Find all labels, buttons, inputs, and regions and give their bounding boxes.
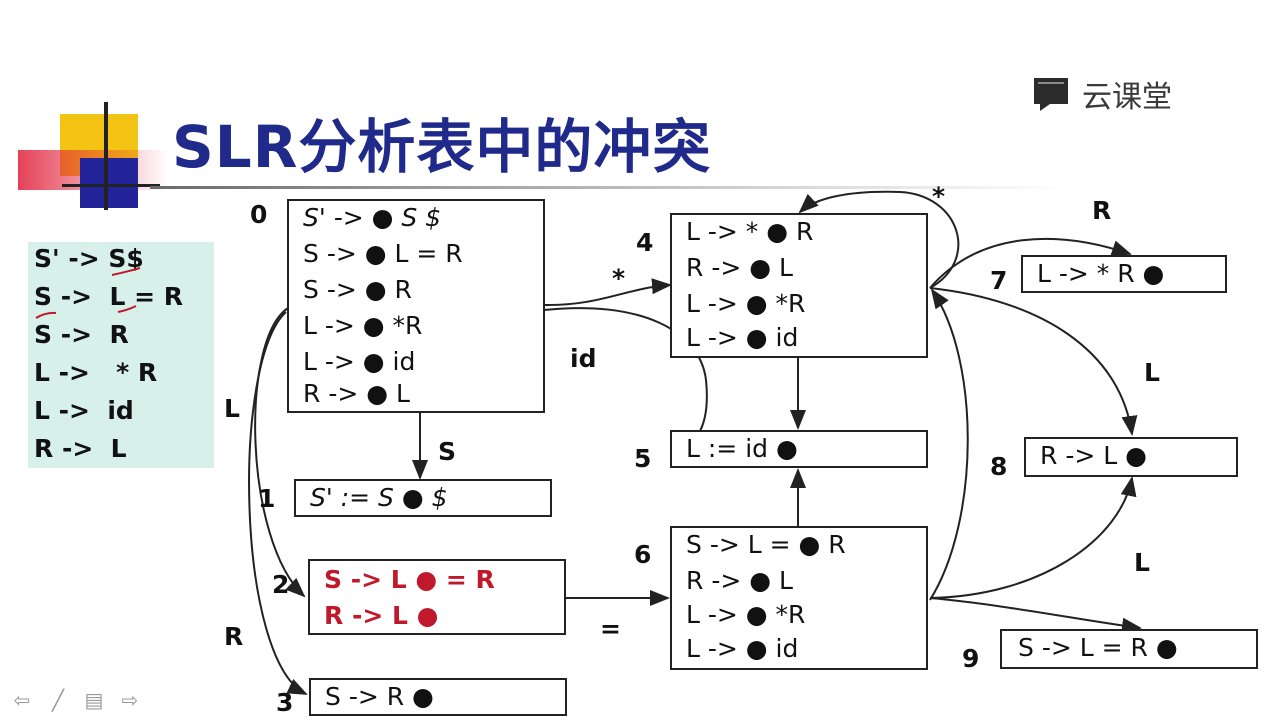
lr-item: L -> ● id [686,634,799,663]
title-underline [150,186,1070,189]
edge-6-9 [929,597,1142,634]
next-arrow-icon[interactable]: ⇨ [121,688,139,712]
state-4: L -> * ● R R -> ● L L -> ● *R L -> ● id [670,213,928,358]
lr-item: R -> ● L [686,566,793,595]
lr-item: R -> ● L [686,253,793,282]
lr-item: S -> R ● [325,682,434,711]
grammar-rule: L -> * R [34,358,158,387]
edge-label-equals: = [600,614,621,643]
grammar-rule: S -> L = R [34,282,183,311]
prev-arrow-icon[interactable]: ⇦ [13,688,31,712]
lr-item: L -> ● id [303,347,416,376]
lr-item: R -> ● L [303,379,410,408]
decor-blue-square [80,158,138,208]
edge-0-3 [248,311,308,695]
slide-nav: ⇦ ╱ ▤ ⇨ [8,688,144,712]
edge-label-star: * [612,264,626,293]
lr-item: L -> * R ● [1037,259,1165,288]
edge-0-2 [254,307,306,598]
state-7: L -> * R ● [1021,255,1227,293]
grammar-rule: R -> L [34,434,127,463]
edge-6-8 [929,476,1137,599]
decor-vertical-line [104,102,108,210]
lr-item: L -> ● *R [303,311,423,340]
edge-4-self [798,190,960,289]
state-number: 8 [990,452,1008,481]
edge-label-id: id [570,344,597,373]
edge-label-l-8: L [1144,358,1160,387]
lr-item-conflict: R -> L ● [324,601,439,630]
state-0: S' -> ● S $ S -> ● L = R S -> ● R L -> ●… [287,199,545,413]
state-number: 3 [276,688,294,717]
lr-item-conflict: S -> L ● = R [324,565,495,594]
state-6: S -> L = ● R R -> ● L L -> ● *R L -> ● i… [670,526,928,670]
state-number: 4 [636,228,654,257]
lr-item: S -> L = ● R [686,530,846,559]
state-number: 2 [272,570,290,599]
menu-icon[interactable]: ▤ [84,688,104,712]
lr-item: S -> ● L = R [303,239,463,268]
state-8: R -> L ● [1024,437,1238,477]
edge-label-star-self: * [932,182,946,211]
slide-title: SLR分析表中的冲突 [172,113,712,181]
state-number: 5 [634,444,652,473]
decor-horizontal-line [62,184,160,187]
logo-text: 云课堂 [1082,80,1172,115]
pen-icon[interactable]: ╱ [51,688,65,712]
lr-item: S' := S ● $ [310,483,448,512]
lr-item: S -> ● R [303,275,412,304]
lr-item: S' -> ● S $ [303,203,442,232]
state-number: 7 [990,266,1008,295]
lr-item: L -> ● *R [686,289,806,318]
state-number: 6 [634,540,652,569]
edge-label-s: S [438,437,457,466]
grammar-rule: S -> R [34,320,129,349]
lr-item: L := id ● [686,434,798,463]
lr-item: L -> ● *R [686,600,806,629]
edge-label-l-6-8: L [1134,548,1150,577]
edge-4-8 [929,287,1138,436]
state-9: S -> L = R ● [1000,629,1258,669]
edge-0-4 [543,278,672,307]
edge-4-7 [929,237,1132,289]
state-number: 1 [258,484,276,513]
grammar-panel: S' -> S$ S -> L = R S -> R L -> * R L ->… [28,242,214,468]
edge-label-r: R [224,622,244,651]
lr-item: L -> ● id [686,323,799,352]
logo: 云课堂 [1032,74,1172,115]
state-2: S -> L ● = R R -> L ● [308,559,566,635]
lr-item: L -> * ● R [686,217,814,246]
state-5: L := id ● [670,430,928,468]
edge-label-l: L [224,394,240,423]
state-number: 0 [250,200,268,229]
state-3: S -> R ● [309,678,567,716]
grammar-annotations [35,267,141,319]
edge-6-4 [929,288,969,601]
state-number: 9 [962,644,980,673]
book-chat-icon [1034,78,1068,111]
state-1: S' := S ● $ [294,479,552,517]
grammar-rule: L -> id [34,396,134,425]
lr-item: R -> L ● [1040,441,1147,470]
edge-label-r-7: R [1092,196,1112,225]
lr-item: S -> L = R ● [1018,633,1178,662]
